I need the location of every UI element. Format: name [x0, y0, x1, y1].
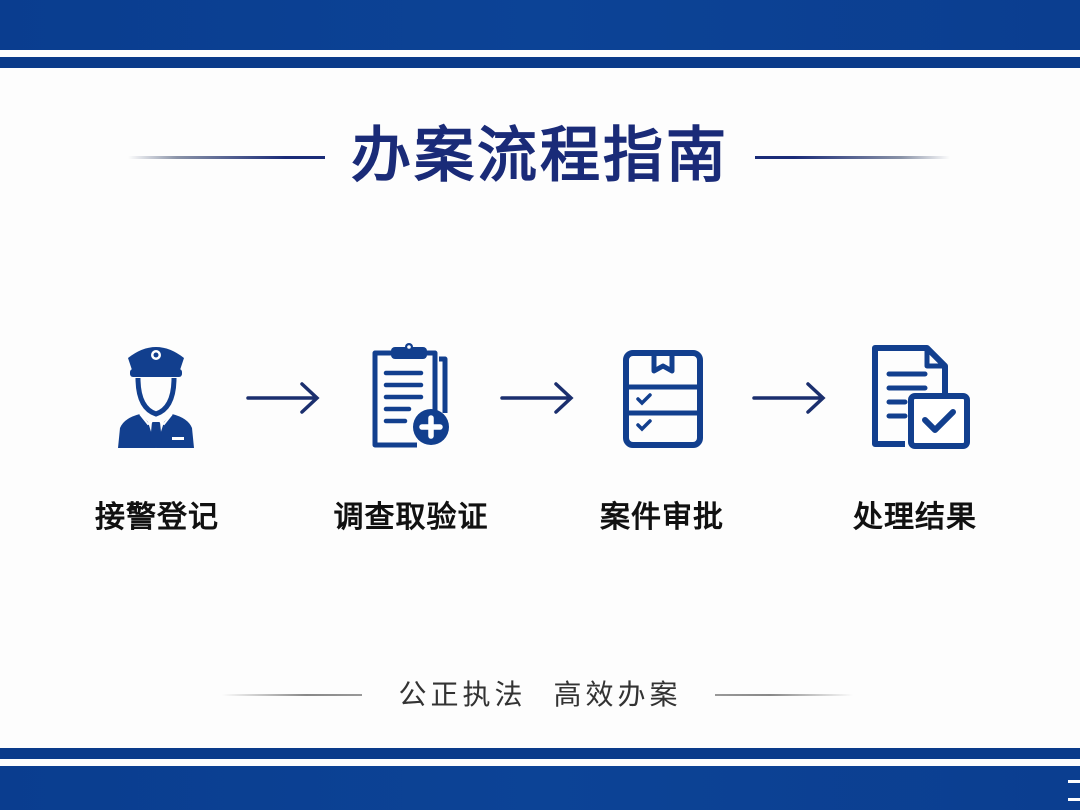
top-banner [0, 0, 1080, 50]
footer-slogan: 公正执法 高效办案 [0, 672, 1080, 718]
slogan-divider-left [222, 694, 362, 696]
title-divider-right [755, 156, 950, 159]
slogan-divider-right [715, 694, 853, 696]
header: 办案流程指南 [0, 118, 1080, 194]
bottom-stripe [0, 748, 1080, 759]
arrow-right-icon [752, 382, 826, 414]
document-check-icon [872, 345, 970, 449]
edge-mark [1068, 798, 1080, 801]
step-label: 调查取验证 [333, 500, 489, 535]
slogan-text: 公正执法 高效办案 [398, 678, 682, 711]
step-label: 处理结果 [853, 500, 977, 535]
bottom-banner [0, 766, 1080, 810]
page-title: 办案流程指南 [351, 121, 729, 191]
step-label: 案件审批 [600, 500, 724, 535]
title-divider-left [128, 156, 325, 159]
clipboard-plus-icon [372, 343, 449, 448]
police-officer-icon [118, 347, 194, 448]
edge-mark [1068, 780, 1080, 783]
step-label: 接警登记 [95, 500, 219, 535]
checklist-bookmark-icon [623, 350, 703, 448]
arrow-right-icon [246, 382, 320, 414]
arrow-right-icon [500, 382, 574, 414]
top-stripe [0, 57, 1080, 68]
